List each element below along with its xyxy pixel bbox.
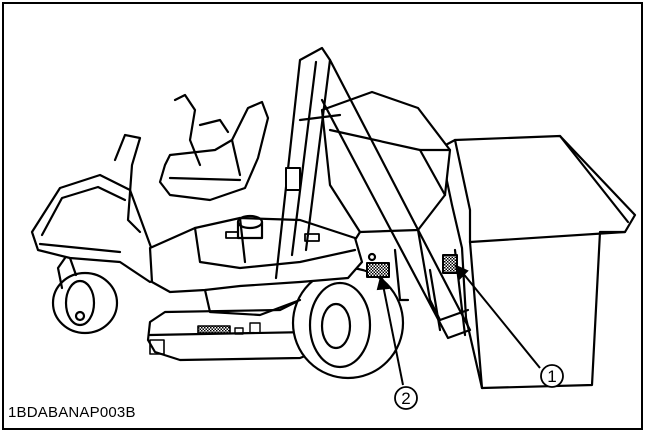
callout-1 [540,364,564,388]
callout-2 [394,386,418,410]
control-levers [113,93,230,234]
grass-bag [438,134,637,390]
rops-frame [274,46,472,340]
arrowhead-2 [376,274,390,291]
rear-wheel [291,266,405,380]
front-deck [30,173,172,284]
mower-deck [146,298,322,362]
leader-line-2 [382,284,404,386]
leader-line-1 [461,271,541,369]
label-2-decal [366,252,390,278]
label-1-decal [442,254,458,274]
seat [158,100,270,202]
callout-1-number: 1 [547,367,556,386]
chassis [148,214,364,317]
front-wheel [51,256,119,335]
arrowhead-1 [454,264,469,280]
callout-2-number: 2 [401,389,410,408]
figure-code: 1BDABANAP003B [8,404,136,421]
callout-arrows [376,264,541,386]
